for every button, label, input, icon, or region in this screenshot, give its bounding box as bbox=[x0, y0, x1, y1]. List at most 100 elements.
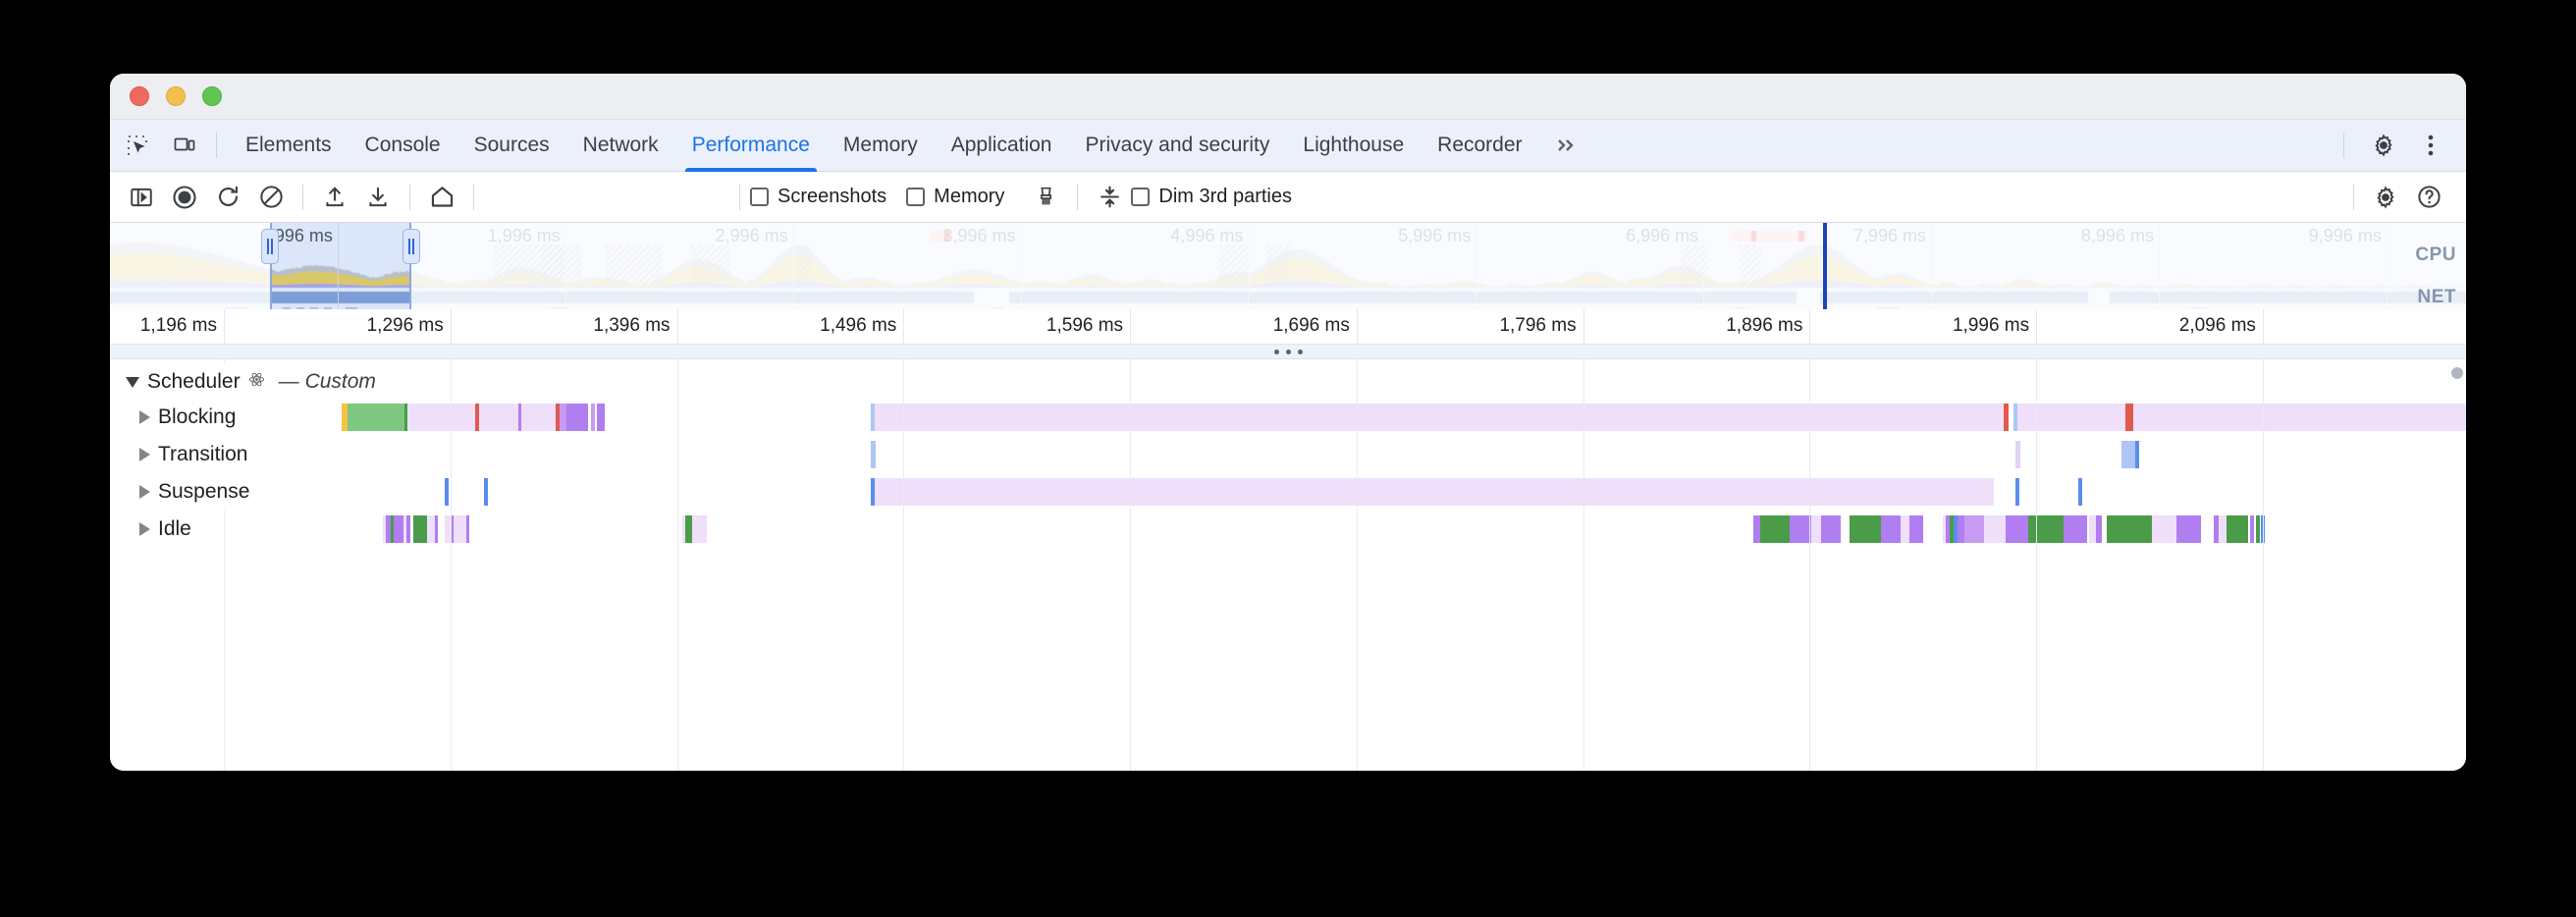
flame-bar[interactable] bbox=[404, 404, 407, 431]
flame-bar[interactable] bbox=[2227, 515, 2248, 543]
flame-bar[interactable] bbox=[1760, 515, 1790, 543]
flame-bar[interactable] bbox=[2028, 515, 2064, 543]
flame-bar[interactable] bbox=[2133, 404, 2466, 431]
flame-bar[interactable] bbox=[597, 404, 605, 431]
overview-time-marker[interactable] bbox=[1823, 223, 1827, 309]
track-label-blocking[interactable]: Blocking bbox=[139, 399, 244, 436]
flame-bar[interactable] bbox=[2017, 404, 2125, 431]
clear-button[interactable] bbox=[249, 178, 293, 217]
flame-bar[interactable] bbox=[1958, 515, 1964, 543]
vertical-scrollbar-thumb[interactable] bbox=[2451, 367, 2463, 379]
flame-bar[interactable] bbox=[475, 404, 479, 431]
flame-row-transition[interactable]: Transition bbox=[110, 436, 2466, 473]
flame-bar[interactable] bbox=[692, 515, 707, 543]
flame-bar[interactable] bbox=[479, 404, 518, 431]
tab-sources[interactable]: Sources bbox=[457, 120, 566, 172]
flame-bar[interactable] bbox=[2107, 515, 2152, 543]
expand-triangle-icon[interactable] bbox=[126, 376, 139, 388]
tab-recorder[interactable]: Recorder bbox=[1421, 120, 1538, 172]
flame-bar[interactable] bbox=[2219, 515, 2227, 543]
flame-bar[interactable] bbox=[2006, 515, 2028, 543]
flame-bar[interactable] bbox=[484, 478, 488, 506]
flame-bar[interactable] bbox=[413, 515, 427, 543]
flame-bar[interactable] bbox=[435, 515, 438, 543]
flame-bar[interactable] bbox=[1946, 515, 1950, 543]
flame-bar[interactable] bbox=[1984, 515, 2006, 543]
tab-privacy-and-security[interactable]: Privacy and security bbox=[1068, 120, 1286, 172]
track-label-transition[interactable]: Transition bbox=[139, 436, 256, 473]
flame-bar[interactable] bbox=[445, 478, 449, 506]
selection-right-handle[interactable] bbox=[402, 229, 420, 264]
flame-bar[interactable] bbox=[1943, 515, 1946, 543]
flame-bar[interactable] bbox=[1950, 515, 1954, 543]
timeline-overview[interactable]: 996 ms1,996 ms2,996 ms3,996 ms4,996 ms5,… bbox=[110, 223, 2466, 309]
track-label-idle[interactable]: Idle bbox=[139, 511, 199, 548]
flame-bar[interactable] bbox=[2089, 515, 2096, 543]
flame-bar[interactable] bbox=[1753, 515, 1760, 543]
flame-bar[interactable] bbox=[2135, 441, 2139, 468]
flame-bar[interactable] bbox=[521, 404, 556, 431]
track-label-suspense[interactable]: Suspense bbox=[139, 473, 258, 511]
flame-bar[interactable] bbox=[403, 515, 406, 543]
flame-bar[interactable] bbox=[875, 404, 2004, 431]
flame-bar[interactable] bbox=[682, 515, 685, 543]
flame-bar[interactable] bbox=[451, 515, 454, 543]
kebab-menu-icon[interactable] bbox=[2411, 129, 2450, 162]
device-toolbar-icon[interactable] bbox=[165, 129, 204, 162]
track-group-scheduler[interactable]: Scheduler — Custom bbox=[126, 363, 384, 401]
flame-bar[interactable] bbox=[518, 404, 521, 431]
flame-bar[interactable] bbox=[556, 404, 560, 431]
flame-bar[interactable] bbox=[2015, 478, 2019, 506]
flame-bar[interactable] bbox=[871, 478, 875, 506]
home-button[interactable] bbox=[420, 178, 463, 217]
more-tabs-chevron-icon[interactable] bbox=[1539, 120, 1592, 172]
flame-bar[interactable] bbox=[466, 515, 469, 543]
flame-bar[interactable] bbox=[560, 404, 566, 431]
tab-performance[interactable]: Performance bbox=[675, 120, 827, 172]
tab-lighthouse[interactable]: Lighthouse bbox=[1286, 120, 1421, 172]
flame-bar[interactable] bbox=[2176, 515, 2201, 543]
record-button[interactable] bbox=[163, 178, 206, 217]
flame-row-suspense[interactable]: Suspense bbox=[110, 473, 2466, 511]
flame-bar[interactable] bbox=[2078, 478, 2082, 506]
maximize-window-button[interactable] bbox=[202, 86, 222, 106]
flame-bar[interactable] bbox=[1811, 515, 1821, 543]
load-profile-button[interactable] bbox=[313, 178, 356, 217]
flame-bar[interactable] bbox=[566, 404, 588, 431]
flame-bar[interactable] bbox=[394, 515, 403, 543]
selection-left-handle[interactable] bbox=[261, 229, 279, 264]
flame-bar[interactable] bbox=[391, 515, 394, 543]
flame-bar[interactable] bbox=[2004, 404, 2009, 431]
overview-selection-window[interactable] bbox=[270, 223, 411, 309]
flame-bar[interactable] bbox=[591, 404, 595, 431]
flame-bar[interactable] bbox=[383, 515, 386, 543]
flame-bar[interactable] bbox=[2013, 404, 2017, 431]
inspect-element-icon[interactable] bbox=[118, 129, 157, 162]
save-profile-button[interactable] bbox=[356, 178, 400, 217]
flame-bar[interactable] bbox=[2214, 515, 2219, 543]
flame-bar[interactable] bbox=[2064, 515, 2087, 543]
flame-bar[interactable] bbox=[2096, 515, 2102, 543]
flame-bar[interactable] bbox=[386, 515, 391, 543]
flame-bar[interactable] bbox=[406, 515, 410, 543]
flame-bar[interactable] bbox=[871, 441, 876, 468]
gear-icon[interactable] bbox=[2364, 129, 2403, 162]
vertical-fit-icon[interactable] bbox=[1088, 178, 1131, 217]
flame-bar[interactable] bbox=[1954, 515, 1958, 543]
dim-3rd-parties-checkbox[interactable]: Dim 3rd parties bbox=[1131, 186, 1292, 208]
tab-application[interactable]: Application bbox=[935, 120, 1069, 172]
flame-bar[interactable] bbox=[348, 404, 404, 431]
flame-bar[interactable] bbox=[445, 515, 451, 543]
flame-bar[interactable] bbox=[1901, 515, 1909, 543]
flame-bar[interactable] bbox=[2250, 515, 2254, 543]
expand-triangle-icon[interactable] bbox=[139, 485, 150, 499]
minimize-window-button[interactable] bbox=[166, 86, 186, 106]
help-icon[interactable] bbox=[2407, 178, 2450, 217]
flame-bar[interactable] bbox=[454, 515, 466, 543]
flame-bar[interactable] bbox=[1881, 515, 1901, 543]
flame-row-idle[interactable]: Idle bbox=[110, 511, 2466, 548]
panel-resize-handle[interactable] bbox=[110, 345, 2466, 359]
expand-triangle-icon[interactable] bbox=[139, 410, 150, 424]
